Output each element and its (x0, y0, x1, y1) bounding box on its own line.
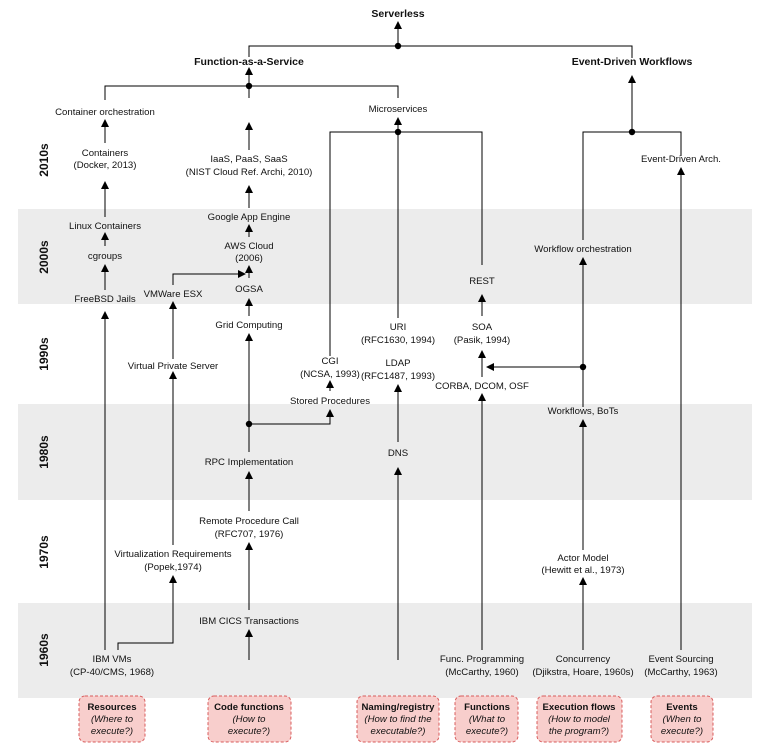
node-virtualization-requirements: Virtualization Requirements (114, 549, 231, 560)
node-grid-computing: Grid Computing (215, 320, 282, 331)
category-subtitle: execute?) (466, 726, 508, 737)
node-faas: Function-as-a-Service (194, 56, 304, 68)
node-vmware-esx: VMWare ESX (144, 289, 203, 300)
junction-dots (245, 42, 636, 428)
junction-dot (245, 420, 253, 428)
node-google-app-engine: Google App Engine (208, 212, 291, 223)
band-2000s (18, 209, 752, 304)
node-soa: SOA (472, 322, 493, 333)
category-title: Events (666, 702, 697, 713)
era-label-1970s: 1970s (37, 535, 51, 569)
node-event-driven-arch: Event-Driven Arch. (641, 154, 721, 165)
node-functional-programming-source: (McCarthy, 1960) (445, 667, 518, 678)
category-subtitle: (How to find the (364, 714, 431, 725)
node-uri: URI (390, 322, 407, 333)
category-functions: Functions (What to execute?) (454, 695, 519, 743)
category-naming-registry: Naming/registry (How to find the executa… (356, 695, 440, 743)
category-subtitle: executable?) (371, 726, 426, 737)
node-functional-programming: Func. Programming (440, 654, 524, 665)
node-aws-cloud-year: (2006) (235, 253, 263, 264)
node-freebsd-jails: FreeBSD Jails (74, 294, 136, 305)
category-execution-flows: Execution flows (How to model the progra… (536, 695, 623, 743)
node-aws-cloud: AWS Cloud (224, 241, 273, 252)
category-subtitle: (When to (663, 714, 703, 725)
node-rpc-implementation: RPC Implementation (205, 457, 294, 468)
node-iaas-paas-saas: IaaS, PaaS, SaaS (210, 154, 287, 165)
node-dns: DNS (388, 448, 408, 459)
era-label-2000s: 2000s (37, 240, 51, 274)
node-container-orchestration: Container orchestration (55, 107, 155, 118)
era-label-1960s: 1960s (37, 633, 51, 667)
node-concurrency: Concurrency (556, 654, 611, 665)
node-cgroups: cgroups (88, 251, 122, 262)
junction-dot (579, 363, 587, 371)
band-1960s (18, 603, 752, 698)
category-code-functions: Code functions (How to execute?) (207, 695, 292, 743)
category-subtitle: execute?) (91, 726, 133, 737)
node-uri-source: (RFC1630, 1994) (361, 335, 435, 346)
node-event-driven-workflows: Event-Driven Workflows (572, 56, 693, 68)
node-containers: Containers (82, 148, 129, 159)
node-actor-model: Actor Model (557, 553, 608, 564)
category-title: Resources (87, 702, 136, 713)
node-event-sourcing: Event Sourcing (648, 654, 713, 665)
category-title: Code functions (214, 702, 284, 713)
node-virtualization-requirements-source: (Popek,1974) (144, 562, 202, 573)
era-label-1980s: 1980s (37, 435, 51, 469)
node-workflow-orchestration: Workflow orchestration (534, 244, 631, 255)
category-subtitle: (Where to (91, 714, 134, 725)
junction-dot (628, 128, 636, 136)
category-title: Functions (464, 702, 510, 713)
node-linux-containers: Linux Containers (69, 221, 141, 232)
node-corba-dcom-osf: CORBA, DCOM, OSF (435, 381, 529, 392)
node-ibm-vms-source: (CP-40/CMS, 1968) (70, 667, 154, 678)
node-event-sourcing-source: (McCarthy, 1963) (644, 667, 717, 678)
node-serverless: Serverless (371, 8, 424, 20)
era-label-1990s: 1990s (37, 337, 51, 371)
node-rest: REST (469, 276, 495, 287)
category-subtitle: execute?) (228, 726, 270, 737)
category-subtitle: execute?) (661, 726, 703, 737)
connectors (101, 21, 685, 660)
node-cgi-source: (NCSA, 1993) (300, 369, 360, 380)
era-label-2010s: 2010s (37, 143, 51, 177)
category-resources: Resources (Where to execute?) (78, 695, 146, 743)
node-ldap-source: (RFC1487, 1993) (361, 371, 435, 382)
node-stored-procedures: Stored Procedures (290, 396, 370, 407)
junction-dot (394, 42, 402, 50)
node-remote-procedure-call-source: (RFC707, 1976) (215, 529, 284, 540)
category-subtitle: (How to model (548, 714, 611, 725)
category-subtitle: (What to (469, 714, 506, 725)
category-title: Execution flows (542, 702, 615, 713)
node-soa-source: (Pasik, 1994) (454, 335, 511, 346)
node-microservices: Microservices (369, 104, 428, 115)
category-events: Events (When to execute?) (650, 695, 714, 743)
category-title: Naming/registry (361, 702, 435, 713)
band-1980s (18, 404, 752, 500)
node-ibm-vms: IBM VMs (93, 654, 132, 665)
node-workflows-bots: Workflows, BoTs (548, 406, 619, 417)
junction-dot (245, 82, 253, 90)
node-remote-procedure-call: Remote Procedure Call (199, 516, 299, 527)
node-virtual-private-server: Virtual Private Server (128, 361, 219, 372)
node-cgi: CGI (321, 356, 338, 367)
category-subtitle: the program?) (549, 726, 609, 737)
junction-dot (394, 128, 402, 136)
node-ibm-cics: IBM CICS Transactions (199, 616, 299, 627)
node-ogsa: OGSA (235, 284, 263, 295)
node-ldap: LDAP (385, 358, 410, 369)
node-iaas-paas-saas-source: (NIST Cloud Ref. Archi, 2010) (186, 167, 313, 178)
category-subtitle: (How to (232, 714, 266, 725)
node-containers-source: (Docker, 2013) (74, 160, 137, 171)
node-actor-model-source: (Hewitt et al., 1973) (541, 565, 624, 576)
node-concurrency-source: (Djikstra, Hoare, 1960s) (532, 667, 633, 678)
